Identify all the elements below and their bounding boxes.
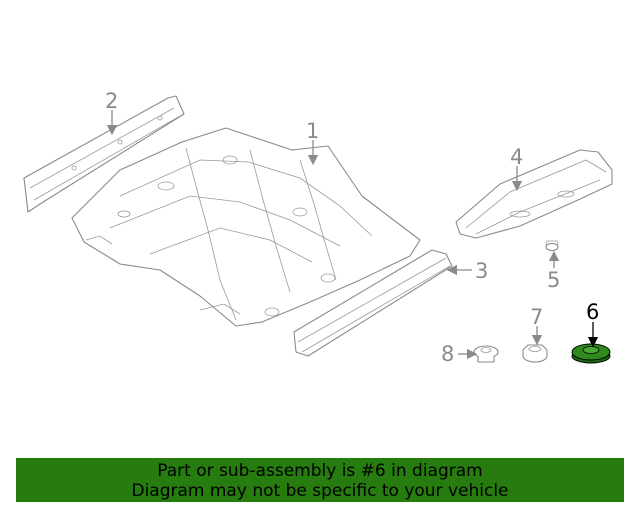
part-5-clip[interactable] — [545, 240, 559, 252]
callout-3[interactable]: 3 — [475, 259, 488, 283]
callout-2[interactable]: 2 — [105, 89, 118, 113]
callout-5[interactable]: 5 — [547, 268, 560, 292]
callout-1[interactable]: 1 — [306, 119, 319, 143]
part-8-nut[interactable] — [473, 345, 499, 363]
banner-line-2: Diagram may not be specific to your vehi… — [131, 481, 509, 501]
parts-diagram: 1 2 3 4 5 6 7 8 — [23, 89, 613, 366]
callout-6[interactable]: 6 — [586, 300, 599, 324]
part-7-grommet[interactable] — [522, 344, 548, 363]
part-4-crossmember[interactable] — [455, 149, 613, 239]
part-2-side-rail-left[interactable] — [23, 95, 185, 213]
part-1-floor-pan[interactable] — [71, 127, 421, 327]
part-3-side-rail-right[interactable] — [293, 249, 453, 357]
callout-4[interactable]: 4 — [510, 145, 523, 169]
callout-7[interactable]: 7 — [530, 305, 543, 329]
callout-8[interactable]: 8 — [441, 342, 454, 366]
part-6-plug[interactable] — [571, 343, 611, 364]
info-banner: Part or sub-assembly is #6 in diagram Di… — [16, 458, 624, 502]
banner-line-1: Part or sub-assembly is #6 in diagram — [157, 461, 483, 481]
